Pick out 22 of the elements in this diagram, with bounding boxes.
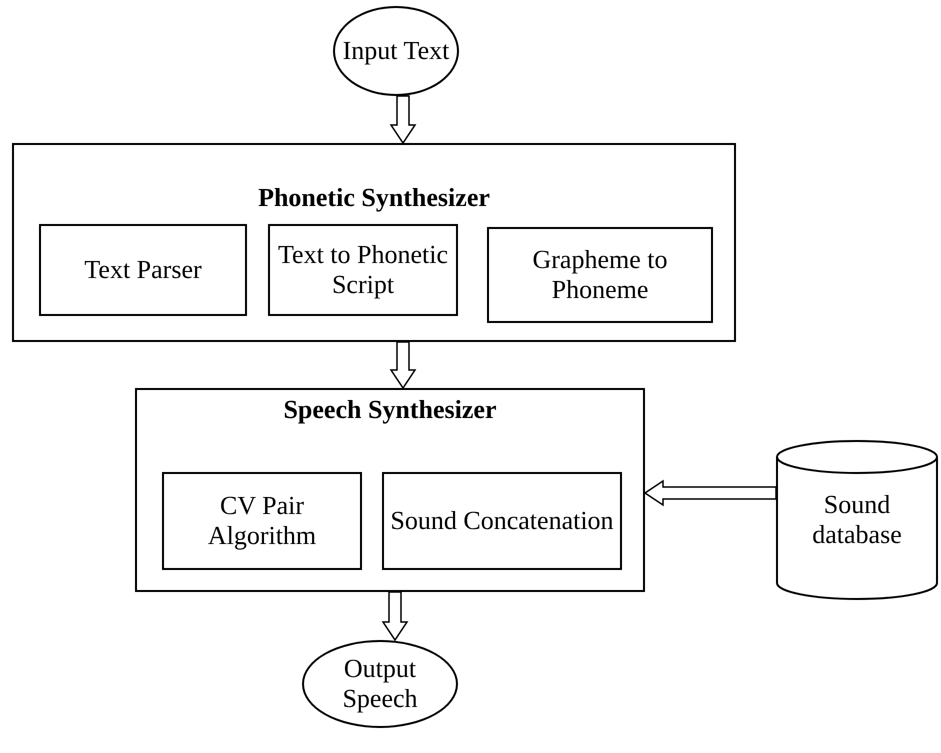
hollow-arrow — [390, 341, 416, 390]
node-label: CV Pair Algorithm — [206, 491, 318, 551]
node-label: Text Parser — [84, 255, 202, 285]
group-box — [12, 143, 736, 342]
node-label: Output Speech — [341, 654, 419, 714]
node-label: Text to Phonetic Script — [276, 240, 450, 300]
hollow-arrow — [390, 95, 416, 144]
node-label: Sound database — [811, 490, 903, 550]
process-box — [487, 227, 713, 323]
node-label: Sound Concatenation — [390, 506, 614, 536]
node-label: Grapheme to Phoneme — [531, 245, 668, 305]
group-title: Phonetic Synthesizer — [258, 183, 490, 213]
group-title: Speech Synthesizer — [283, 395, 497, 425]
process-box — [39, 224, 247, 316]
node-label: Input Text — [342, 36, 450, 66]
process-box — [382, 472, 622, 570]
hollow-arrow — [382, 591, 408, 642]
hollow-arrow — [644, 480, 777, 506]
process-box — [268, 224, 458, 316]
process-box — [162, 472, 362, 570]
group-box — [135, 388, 645, 592]
database-cylinder — [776, 440, 938, 600]
